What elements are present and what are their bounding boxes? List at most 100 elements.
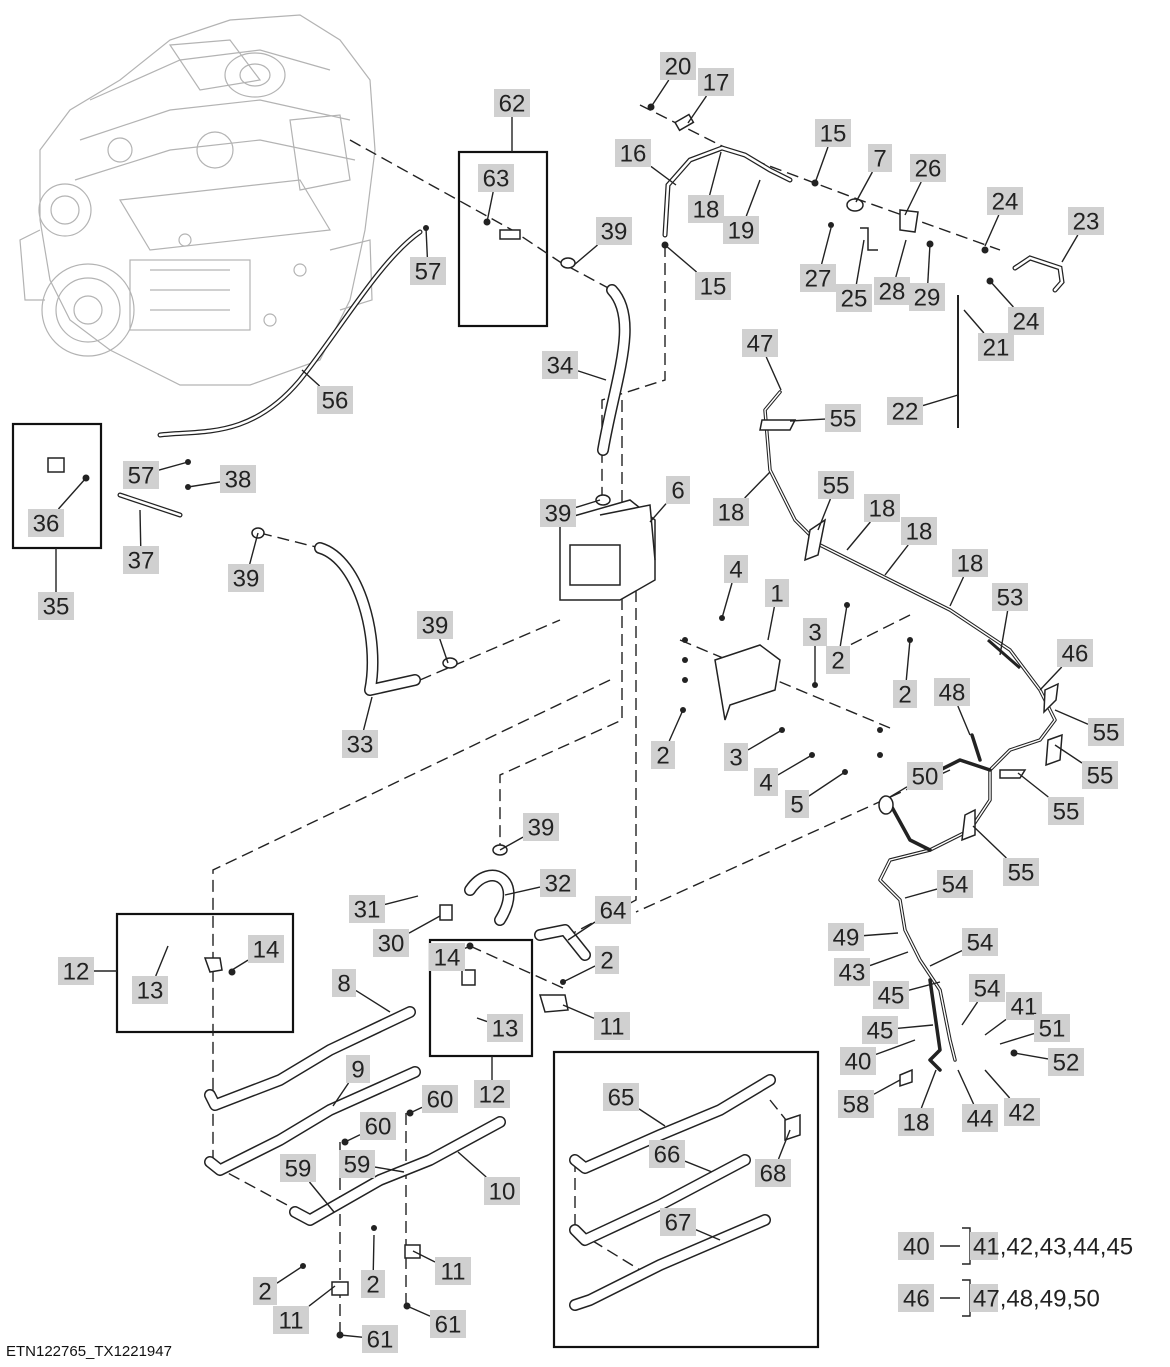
kit-brackets	[940, 1227, 971, 1317]
callout-label: 41	[1011, 994, 1038, 1021]
callout-leader	[869, 951, 909, 967]
callout-label: 30	[378, 931, 405, 958]
callout-label: 60	[427, 1087, 454, 1114]
callout-label: 39	[545, 501, 572, 528]
callout-2: 2	[893, 680, 917, 709]
callout-leader	[339, 1334, 363, 1338]
callout-label: 50	[912, 764, 939, 791]
callout-label: 2	[831, 648, 844, 675]
callout-label: 13	[492, 1016, 519, 1043]
callout-leader	[355, 989, 391, 1013]
kit-children-label: 47,48,49,50	[973, 1286, 1100, 1313]
callout-label: 18	[906, 519, 933, 546]
callout-label: 65	[608, 1085, 635, 1112]
callout-label: 2	[600, 948, 613, 975]
callout-leader	[808, 771, 846, 797]
callout-leader	[884, 544, 909, 576]
callout-35: 35	[38, 592, 74, 621]
callout-16: 16	[615, 139, 651, 168]
callout-badge	[962, 928, 998, 956]
callout-badge	[660, 1208, 696, 1236]
kit-box-62	[457, 150, 549, 328]
callout-label: 57	[415, 259, 442, 286]
callout-13: 13	[132, 976, 168, 1005]
callout-badge	[1082, 761, 1118, 789]
callout-24: 24	[1008, 307, 1044, 336]
wiring-harness-46	[763, 390, 1057, 1072]
hose-67	[569, 1214, 771, 1311]
callout-42: 42	[1004, 1098, 1040, 1127]
callout-leader	[187, 481, 221, 488]
callout-badge	[803, 618, 827, 646]
callout-label: 62	[499, 91, 526, 118]
callout-badge	[339, 1150, 375, 1178]
callout-55: 55	[1048, 797, 1084, 826]
hose-56	[157, 229, 423, 438]
callout-leader	[249, 532, 259, 565]
callout-label: 15	[820, 121, 847, 148]
callout-badge	[909, 283, 945, 311]
callout-badge	[332, 969, 356, 997]
callout-leader	[922, 394, 959, 407]
callout-10: 10	[484, 1177, 520, 1206]
kit-box-12-left	[115, 912, 295, 1034]
callout-leader	[999, 610, 1009, 656]
callout-2: 2	[253, 1277, 277, 1306]
callout-badge	[248, 935, 284, 963]
callout-leader	[963, 309, 985, 334]
kit-parent-badge	[898, 1284, 934, 1312]
callout-39: 39	[596, 217, 632, 246]
callout-label: 24	[992, 189, 1019, 216]
callout-label: 34	[547, 353, 574, 380]
callout-leader	[504, 886, 541, 896]
callout-label: 43	[839, 960, 866, 987]
callout-badge	[1057, 639, 1093, 667]
callout-badge	[952, 549, 988, 577]
callout-label: 60	[365, 1114, 392, 1141]
hose-10	[289, 1116, 506, 1226]
callout-badge	[540, 499, 576, 527]
callout-59: 59	[280, 1154, 316, 1183]
callout-leader	[344, 1134, 361, 1143]
callout-badge	[765, 579, 789, 607]
callout-label: 46	[1062, 641, 1089, 668]
callout-leader	[984, 214, 1000, 247]
callout-label: 31	[354, 897, 381, 924]
callout-badge	[38, 592, 74, 620]
callout-leader	[839, 604, 848, 647]
callout-22: 22	[887, 397, 923, 426]
callout-52: 52	[1048, 1048, 1084, 1077]
callout-badge	[487, 1014, 523, 1042]
callout-18: 18	[688, 195, 724, 224]
callout-label: 29	[914, 285, 941, 312]
callout-label: 39	[422, 613, 449, 640]
callout-leader	[984, 1018, 1007, 1036]
callout-leader	[684, 1160, 713, 1173]
callout-label: 57	[128, 463, 155, 490]
callout-badge	[595, 946, 619, 974]
callout-label: 64	[600, 898, 627, 925]
callout-15: 15	[695, 272, 731, 301]
callout-label: 56	[322, 388, 349, 415]
callout-58: 58	[838, 1090, 874, 1119]
callout-badge	[410, 257, 446, 285]
callout-leader	[920, 1069, 937, 1109]
callout-14: 14	[429, 943, 465, 972]
callout-leader	[999, 1032, 1035, 1045]
callout-leader	[984, 1069, 1011, 1099]
callout-2: 2	[595, 946, 619, 975]
hose-9	[204, 1066, 421, 1176]
callout-46: 46	[1057, 639, 1093, 668]
callout-64: 64	[595, 896, 631, 925]
callout-leader	[1039, 666, 1063, 691]
callout-15: 15	[815, 119, 851, 148]
callout-leader	[927, 243, 931, 284]
callout-badge	[360, 1112, 396, 1140]
callout-label: 35	[43, 594, 70, 621]
callout-badge	[815, 119, 851, 147]
callout-label: 23	[1073, 209, 1100, 236]
callout-label: 6	[671, 478, 684, 505]
callout-8: 8	[332, 969, 356, 998]
callout-label: 18	[957, 551, 984, 578]
